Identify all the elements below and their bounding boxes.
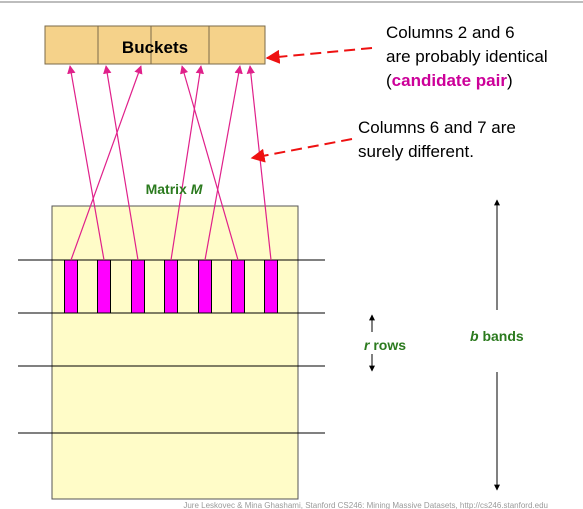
r-var: r <box>364 337 371 353</box>
hash-lines <box>67 65 272 261</box>
bands-text: bands <box>479 328 524 344</box>
annotation-candidate-pair: Columns 2 and 6 are probably identical (… <box>265 23 548 90</box>
b-bands-indicator: b bands <box>470 199 524 491</box>
rows-text: rows <box>369 337 406 353</box>
matrix-body <box>51 205 299 500</box>
paren-open: ( <box>386 71 392 90</box>
hash-line-6 <box>180 65 239 261</box>
annotation-surely-different: Columns 6 and 7 are surely different. <box>250 118 516 163</box>
annotation-2-line-2: surely different. <box>358 142 474 161</box>
annotation-1-line-2: are probably identical <box>386 47 548 66</box>
r-rows-label: r rows <box>364 337 406 353</box>
column-segment-2 <box>97 259 111 314</box>
band-columns <box>64 259 278 314</box>
column-segment-5 <box>198 259 212 314</box>
matrix-label-prefix: Matrix <box>146 181 191 197</box>
buckets: Buckets <box>44 25 266 65</box>
paren-close: ) <box>507 71 513 90</box>
column-segment-3 <box>131 259 145 314</box>
r-rows-indicator: r rows <box>364 314 406 372</box>
annotation-1-line-1: Columns 2 and 6 <box>386 23 515 42</box>
hash-line-3 <box>103 65 139 261</box>
hash-line-2 <box>67 65 105 261</box>
column-segment-4 <box>164 259 178 314</box>
column-segment-7 <box>264 259 278 314</box>
b-bands-label: b bands <box>470 328 524 344</box>
b-var: b <box>470 328 479 344</box>
matrix-label: Matrix M <box>146 181 203 197</box>
footer-credit: Jure Leskovec & Mina Ghashami, Stanford … <box>183 501 548 509</box>
matrix-label-var: M <box>191 181 203 197</box>
red-arrow-to-buckets <box>265 47 373 64</box>
hash-line-4 <box>170 65 204 261</box>
hash-line-5 <box>204 65 243 261</box>
hash-line-7 <box>246 65 272 261</box>
bucket-1 <box>44 25 99 65</box>
bucket-3 <box>150 25 210 65</box>
hash-line-1 <box>70 65 143 261</box>
buckets-label: Buckets <box>122 38 188 57</box>
annotation-2-line-1: Columns 6 and 7 are <box>358 118 516 137</box>
column-segment-1 <box>64 259 78 314</box>
red-arrow-to-hash-lines <box>250 138 353 163</box>
column-segment-6 <box>231 259 245 314</box>
bucket-4 <box>208 25 266 65</box>
annotation-1-line-3: (candidate pair) <box>386 71 513 90</box>
candidate-pair-text: candidate pair <box>392 71 508 90</box>
